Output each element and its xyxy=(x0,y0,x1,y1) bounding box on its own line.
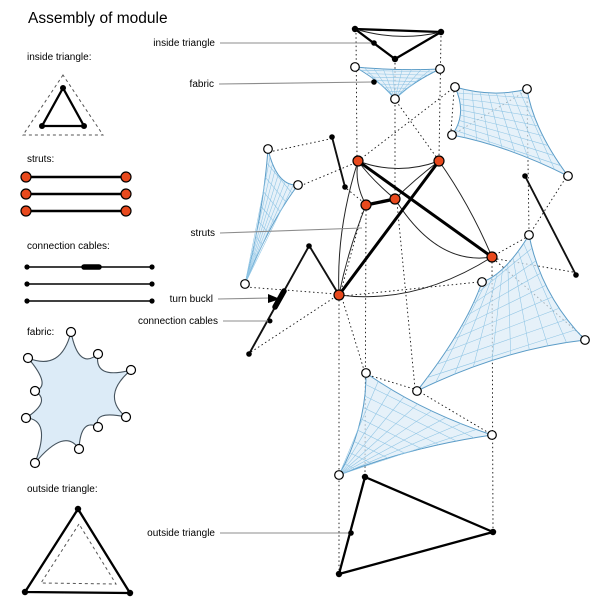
callout-outside-triangle: outside triangle xyxy=(147,528,215,539)
legend-inside-triangle-label: inside triangle: xyxy=(27,52,91,63)
legend-struts-figure xyxy=(20,171,132,217)
inside-triangle-figure xyxy=(351,25,445,63)
connection-cable-with-turnbuckle xyxy=(246,243,340,357)
callout-connection-cables: connection cables xyxy=(138,316,218,327)
legend-fabric-nodes xyxy=(20,326,137,469)
connection-cable-upper xyxy=(329,134,348,190)
legend-connection-cables-label: connection cables: xyxy=(27,241,110,252)
legend-struts-label: struts: xyxy=(27,154,54,165)
strut-nodes-red xyxy=(333,155,498,301)
legend-fabric-figure xyxy=(24,331,132,464)
fabric-panel-left-sliver xyxy=(244,148,300,285)
legend-inside-triangle-figure xyxy=(22,74,104,136)
fabric-panel-top xyxy=(354,66,441,100)
callouts: inside triangle fabric struts turn buckl… xyxy=(138,38,377,539)
fabric-corner-nodes xyxy=(240,62,590,480)
legend-fabric-label: fabric: xyxy=(27,327,54,338)
callout-struts: struts xyxy=(191,228,215,239)
fabric-panel-upper-right xyxy=(451,86,569,177)
legend: inside triangle: struts: connection cabl… xyxy=(20,52,155,597)
fabric-panel-lower-right xyxy=(416,233,587,392)
connection-cable-right xyxy=(522,173,579,278)
legend-outside-triangle-label: outside triangle: xyxy=(27,484,98,495)
outside-triangle-figure xyxy=(335,473,497,578)
fabric-panel-bottom xyxy=(337,372,493,476)
callout-fabric: fabric xyxy=(190,79,214,90)
callout-turn-buckle: turn buckl xyxy=(170,294,213,305)
legend-connection-cables-figure xyxy=(24,264,155,304)
page-title: Assembly of module xyxy=(28,10,168,27)
callout-inside-triangle: inside triangle xyxy=(153,38,215,49)
tension-cables xyxy=(338,160,493,298)
legend-outside-triangle-figure xyxy=(21,505,134,597)
turn-buckle-arrow xyxy=(268,294,280,303)
